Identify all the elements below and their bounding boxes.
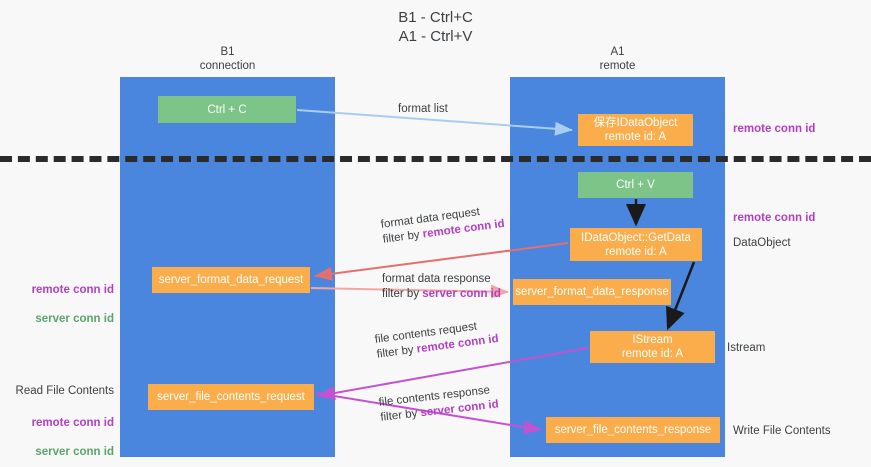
box-idataobject-getdata[interactable]: IDataObject::GetData remote id: A [570, 228, 702, 261]
filter-prefix: filter by [379, 407, 422, 424]
annotation-remote-conn-id-top: remote conn id [733, 123, 816, 135]
annotation-dataobject: DataObject [733, 237, 791, 249]
annotation-left-conn-ids-bottom: remote conn id server conn id [18, 401, 114, 467]
annotation-server-conn-id: server conn id [35, 445, 114, 458]
edge-label-line2: filter by server conn id [382, 287, 501, 302]
arrow-file-contents-request [317, 347, 589, 400]
annotation-read-file-contents: Read File Contents [15, 385, 114, 397]
page-title: B1 - Ctrl+C A1 - Ctrl+V [398, 9, 473, 45]
box-ctrl-c[interactable]: Ctrl + C [158, 96, 296, 123]
box-save-idataobject[interactable]: 保存IDataObject remote id: A [578, 114, 693, 146]
box-server-file-contents-request[interactable]: server_file_contents_request [148, 384, 314, 410]
column-header-b1: B1 connection [199, 46, 256, 72]
edge-label-format-list: format list [398, 103, 448, 115]
box-istream[interactable]: IStream remote id: A [590, 331, 715, 363]
annotation-server-conn-id: server conn id [35, 312, 114, 325]
arrow-format-list [296, 109, 573, 136]
annotation-remote-conn-id: remote conn id [31, 416, 114, 429]
edge-label-line1: format data response [382, 273, 491, 285]
arrow-format-data-response [310, 284, 509, 299]
edge-label-format-data-response: format data response filter by server co… [382, 272, 501, 302]
box-server-format-data-response[interactable]: server_format_data_response [513, 279, 671, 305]
arrow-getdata-to-istream [666, 261, 696, 331]
phase-separator [0, 156, 871, 162]
filter-prefix: filter by [382, 288, 423, 300]
arrow-file-contents-response [315, 392, 542, 435]
box-server-file-contents-response[interactable]: server_file_contents_response [546, 417, 720, 443]
box-server-format-data-request[interactable]: server_format_data_request [152, 267, 310, 293]
annotation-left-conn-ids-top: remote conn id server conn id [18, 268, 114, 341]
arrow-format-data-request [314, 242, 569, 281]
column-header-a1: A1 remote [599, 46, 636, 72]
annotation-remote-conn-id: remote conn id [31, 283, 114, 296]
annotation-remote-conn-id-mid: remote conn id [733, 212, 816, 224]
filter-key-server-conn-id: server conn id [422, 288, 501, 300]
filter-prefix: filter by [376, 343, 418, 361]
annotation-istream: Istream [727, 342, 766, 354]
box-ctrl-v[interactable]: Ctrl + V [578, 172, 693, 198]
filter-prefix: filter by [382, 228, 424, 246]
annotation-write-file-contents: Write File Contents [733, 425, 831, 437]
